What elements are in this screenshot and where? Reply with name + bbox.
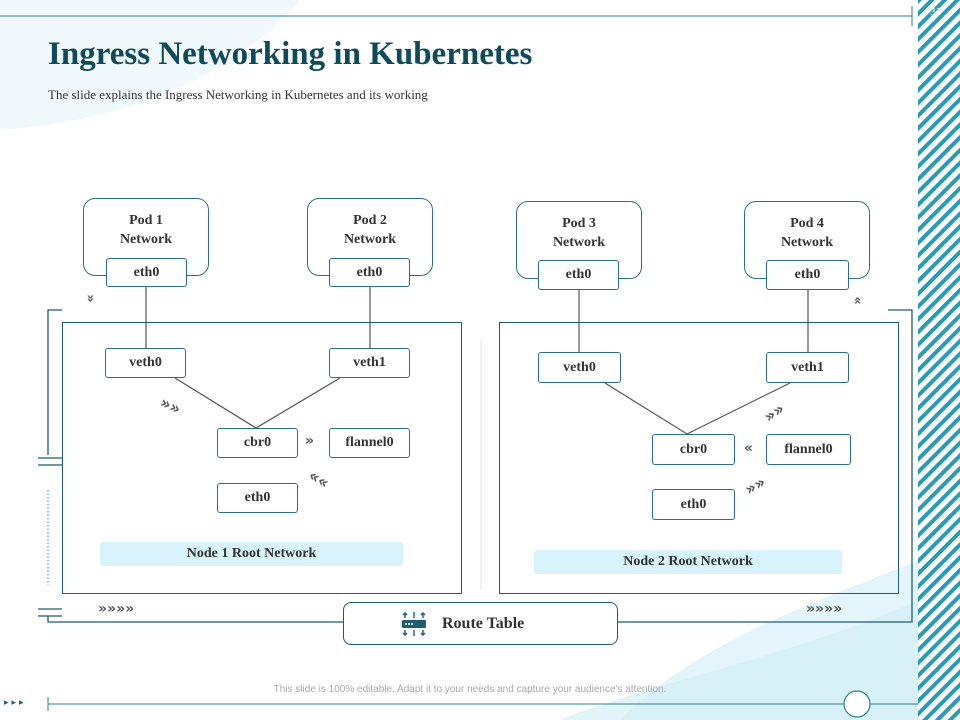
node-2-cbr0[interactable]: cbr0 [652, 434, 735, 465]
chevron-arrows-icon: » [744, 440, 754, 456]
chevron-arrows-icon: »»»» [98, 601, 135, 617]
route-table-label: Route Table [442, 615, 525, 632]
chevron-arrows-icon: » [82, 294, 98, 303]
node-2-eth0[interactable]: eth0 [652, 489, 735, 520]
node-1-root-network-label: Node 1 Root Network [100, 542, 403, 566]
pod-3-eth0[interactable]: eth0 [538, 260, 619, 290]
router-icon [402, 612, 426, 636]
node-2-veth0[interactable]: veth0 [538, 352, 621, 383]
node-1-veth0[interactable]: veth0 [105, 348, 186, 378]
node-2-veth1[interactable]: veth1 [766, 352, 849, 383]
route-table-button[interactable]: Route Table [343, 602, 618, 645]
node-2-frame [499, 322, 899, 594]
slide-title: Ingress Networking in Kubernetes [48, 36, 533, 72]
node-1-frame [62, 322, 462, 594]
slide-subtitle: The slide explains the Ingress Networkin… [48, 87, 428, 102]
node-1-eth0[interactable]: eth0 [217, 483, 298, 513]
node-1-cbr0[interactable]: cbr0 [217, 428, 298, 458]
pod-1-label: Pod 1 Network [119, 213, 173, 247]
pod-1-eth0[interactable]: eth0 [106, 258, 187, 287]
footer-note: This slide is 100% editable. Adapt it to… [273, 684, 667, 695]
chevron-arrows-icon: » [850, 296, 866, 305]
node-1-veth1[interactable]: veth1 [329, 348, 410, 378]
chevron-arrows-icon: » [305, 433, 315, 449]
node-2-flannel0[interactable]: flannel0 [766, 434, 851, 465]
node-2-root-network-label: Node 2 Root Network [534, 550, 842, 574]
pod-2-label: Pod 2 Network [343, 213, 397, 247]
page-number: 31 [930, 6, 941, 18]
pod-4-label: Pod 4 Network [780, 216, 834, 250]
pod-2-eth0[interactable]: eth0 [329, 258, 410, 287]
node-1-flannel0[interactable]: flannel0 [329, 428, 410, 458]
navigation-arrows[interactable]: ▸▸▸ [4, 698, 27, 708]
pod-3-label: Pod 3 Network [552, 216, 606, 250]
chevron-arrows-icon: »»»» [806, 601, 843, 617]
pod-4-eth0[interactable]: eth0 [766, 260, 849, 290]
